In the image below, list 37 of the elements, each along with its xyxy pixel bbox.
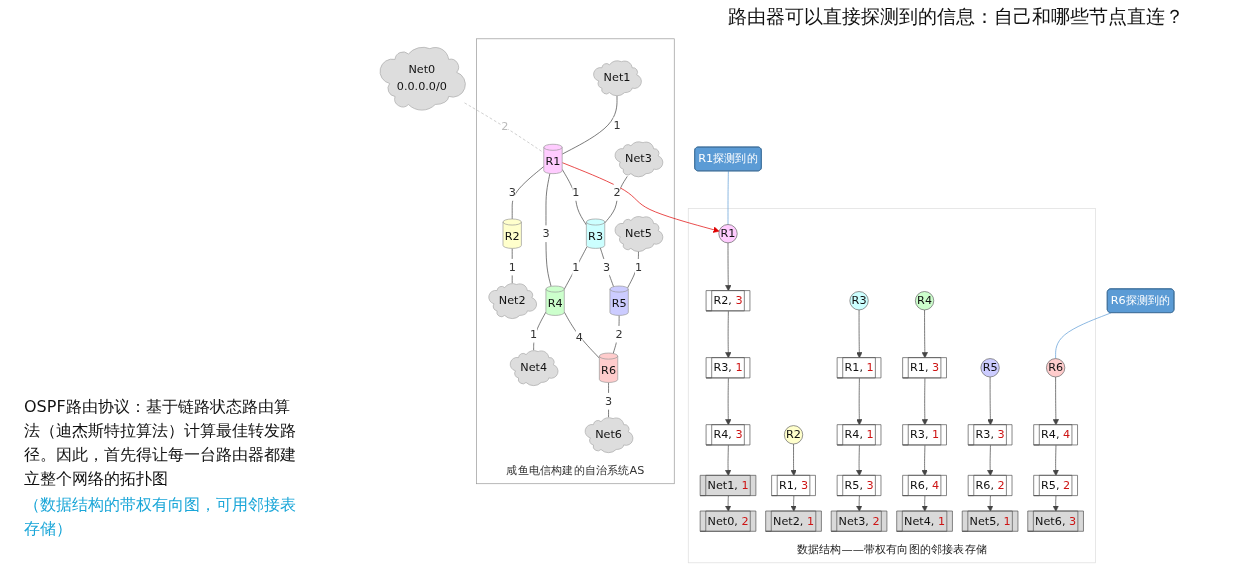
node-circle: R4	[915, 291, 935, 311]
connector	[561, 169, 587, 226]
edge-label: 1	[572, 260, 580, 275]
note-text: （数据结构的带权有向图，可用邻接表存储）	[24, 494, 297, 540]
edge-label: 1	[572, 185, 580, 199]
edge-label: 2	[501, 119, 509, 133]
edge-label: 1	[634, 260, 643, 274]
title-text: 路由器可以直接探测到的信息：自己和哪些节点直连？	[728, 4, 1184, 29]
edge-label: 2	[615, 327, 623, 341]
edge-label: 3	[602, 260, 611, 274]
connector	[608, 382, 609, 418]
node-circle: R2	[784, 425, 804, 445]
connector	[604, 176, 628, 224]
connector	[600, 247, 614, 287]
connector	[561, 95, 618, 155]
connector	[545, 173, 552, 287]
node-circle: R5	[980, 358, 1000, 378]
edge-label: 2	[613, 185, 621, 199]
node-circle: R3	[849, 291, 869, 311]
edge-label: 1	[508, 260, 516, 274]
connector	[627, 250, 639, 289]
connector	[727, 170, 729, 225]
edge-label: 1	[530, 327, 538, 341]
edge-label: 1	[613, 118, 621, 132]
edge-label: 3	[542, 226, 550, 240]
connector	[511, 166, 545, 220]
node-circle: R6	[1046, 358, 1066, 378]
connector	[533, 311, 547, 351]
connector	[1055, 312, 1112, 359]
edge-label: 3	[508, 185, 516, 199]
connector	[563, 246, 588, 290]
connector	[464, 102, 545, 154]
note-text: OSPF路由协议：基于链路状态路由算法（迪杰斯特拉算法）计算最佳转发路径。因此，首先得让每一台路由器都建立整个网络的拓扑图	[24, 396, 297, 490]
edge-label: 3	[604, 394, 613, 408]
node-circle: R1	[718, 224, 738, 244]
edge-label: 4	[575, 330, 583, 344]
connector	[563, 311, 600, 359]
